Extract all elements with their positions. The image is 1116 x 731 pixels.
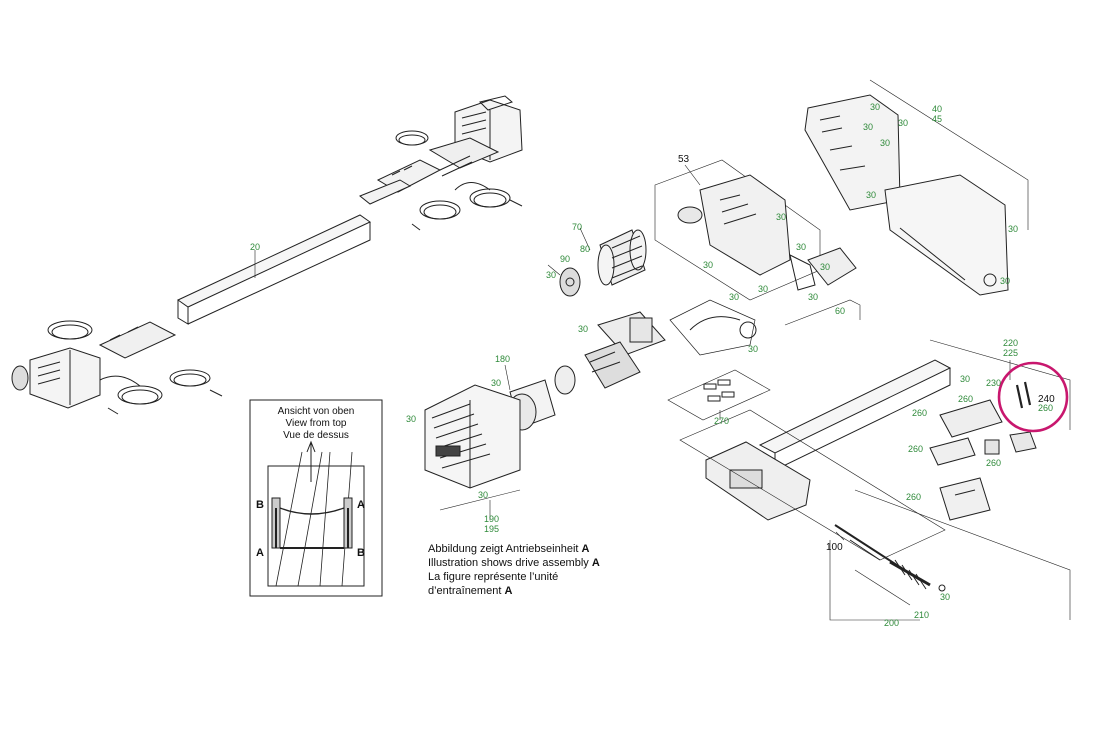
part-label-100: 100 bbox=[826, 542, 843, 553]
part-label-40: 40 bbox=[932, 104, 942, 114]
part-label-30: 30 bbox=[870, 102, 880, 112]
part-label-30: 30 bbox=[546, 270, 556, 280]
part-label-30: 30 bbox=[578, 324, 588, 334]
part-label-30: 30 bbox=[1000, 276, 1010, 286]
part-label-250: 260 bbox=[1038, 403, 1053, 413]
part-label-60: 60 bbox=[835, 306, 845, 316]
part-label-20: 20 bbox=[250, 242, 260, 252]
top-view-title-fr: Vue de dessus bbox=[283, 430, 349, 441]
part-label-195: 195 bbox=[484, 524, 499, 534]
part-label-53: 53 bbox=[678, 154, 690, 165]
part-labels: 20 53 40 45 30 30 30 30 30 30 30 30 30 3… bbox=[250, 102, 1055, 628]
part-label-30: 30 bbox=[808, 292, 818, 302]
legend-text: Abbildung zeigt Antriebseinheit bbox=[428, 543, 582, 555]
part-label-30: 30 bbox=[960, 374, 970, 384]
part-label-30: 30 bbox=[820, 262, 830, 272]
left-drive-assembly bbox=[11, 95, 523, 415]
top-view-label-b: B bbox=[357, 547, 365, 559]
part-label-260: 260 bbox=[986, 458, 1001, 468]
part-label-225: 225 bbox=[1003, 348, 1018, 358]
part-label-210: 210 bbox=[914, 610, 929, 620]
part-label-180: 180 bbox=[495, 354, 510, 364]
legend-text: d’entraînement bbox=[428, 585, 505, 597]
right-exploded-drive bbox=[424, 79, 1071, 621]
legend-bold: A bbox=[581, 543, 590, 555]
top-view-label-b: B bbox=[256, 499, 264, 511]
part-label-30: 30 bbox=[898, 118, 908, 128]
part-label-30: 30 bbox=[863, 122, 873, 132]
highlight-circle bbox=[997, 361, 1069, 433]
part-label-70: 70 bbox=[572, 222, 582, 232]
part-label-30: 30 bbox=[703, 260, 713, 270]
part-label-30: 30 bbox=[796, 242, 806, 252]
legend-bold: A bbox=[591, 557, 600, 569]
legend-line-fr: La figure représente l’unité bbox=[428, 571, 558, 584]
legend-line-fr-2: d’entraînement A bbox=[428, 585, 512, 598]
part-label-30: 30 bbox=[491, 378, 501, 388]
part-label-30: 30 bbox=[478, 490, 488, 500]
part-label-30: 30 bbox=[406, 414, 416, 424]
part-label-90: 90 bbox=[560, 254, 570, 264]
top-view-text: Ansicht von oben View from top Vue de de… bbox=[256, 406, 365, 559]
part-label-30: 30 bbox=[880, 138, 890, 148]
part-label-240: 240 bbox=[1038, 394, 1055, 405]
part-label-270: 270 bbox=[714, 416, 729, 426]
part-label-260: 260 bbox=[958, 394, 973, 404]
part-label-30: 30 bbox=[1008, 224, 1018, 234]
part-label-260: 260 bbox=[912, 408, 927, 418]
top-view-title-de: Ansicht von oben bbox=[278, 406, 355, 417]
leader-lines bbox=[254, 164, 1011, 541]
part-label-230: 230 bbox=[986, 378, 1001, 388]
legend-text: Illustration shows drive assembly bbox=[428, 557, 592, 569]
part-label-30: 30 bbox=[758, 284, 768, 294]
legend-line-de: Abbildung zeigt Antriebseinheit A bbox=[428, 543, 589, 556]
part-label-200: 200 bbox=[884, 618, 899, 628]
legend-text: La figure représente l’unité bbox=[428, 571, 559, 583]
part-label-30: 30 bbox=[729, 292, 739, 302]
top-view-label-a: A bbox=[256, 547, 264, 559]
part-label-260: 260 bbox=[908, 444, 923, 454]
part-label-220: 220 bbox=[1003, 338, 1018, 348]
legend-bold: A bbox=[504, 585, 513, 597]
part-label-30: 30 bbox=[940, 592, 950, 602]
part-label-30: 30 bbox=[776, 212, 786, 222]
part-label-30: 30 bbox=[748, 344, 758, 354]
legend-line-en: Illustration shows drive assembly A bbox=[428, 557, 600, 570]
top-view-label-a: A bbox=[357, 499, 365, 511]
part-label-80: 80 bbox=[580, 244, 590, 254]
top-view-inset bbox=[249, 399, 383, 597]
part-label-260: 260 bbox=[906, 492, 921, 502]
part-label-45: 45 bbox=[932, 114, 942, 124]
top-view-title-en: View from top bbox=[286, 418, 347, 429]
part-label-30: 30 bbox=[866, 190, 876, 200]
part-label-190: 190 bbox=[484, 514, 499, 524]
